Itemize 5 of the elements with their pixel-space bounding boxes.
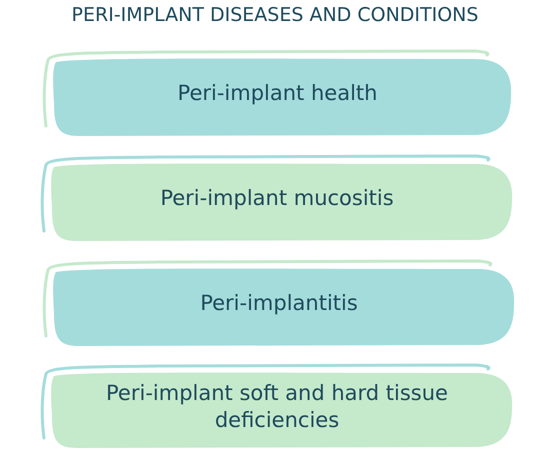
diagram-title: PERI-IMPLANT DISEASES AND CONDITIONS — [70, 4, 480, 26]
banner-label: Peri-implant health — [178, 80, 378, 108]
banner-label: Peri-implant mucositis — [160, 185, 394, 212]
banner-label: Peri-implantitis — [200, 290, 358, 318]
banner-label: Peri-implant soft and hard tissue deficiencies — [105, 380, 449, 434]
